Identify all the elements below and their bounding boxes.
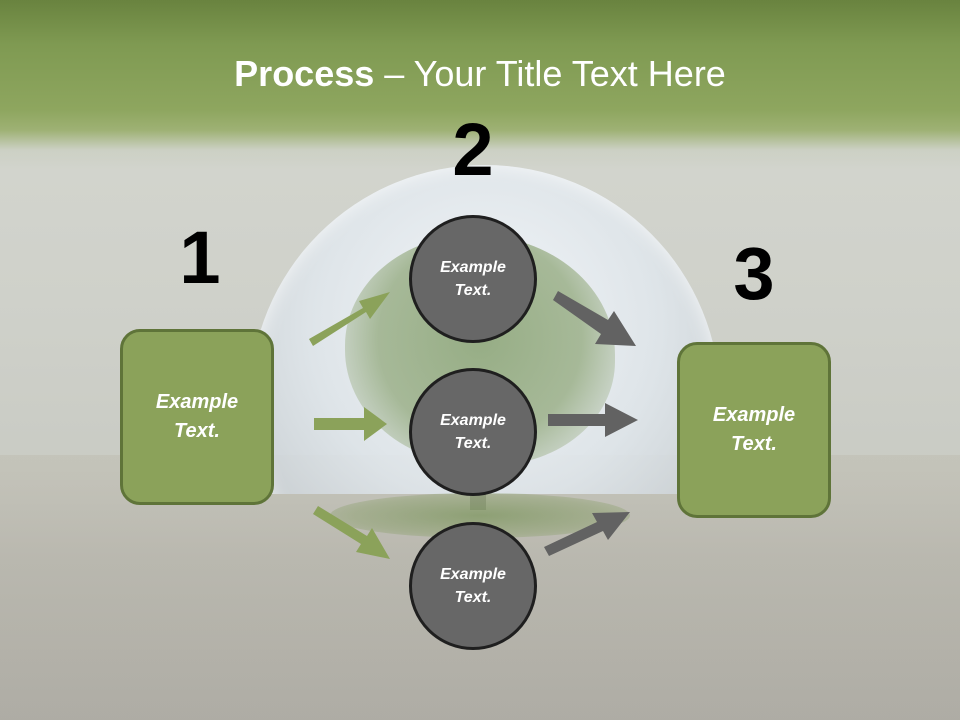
right-example-box: Example Text. (677, 342, 831, 518)
arrow-from-circle-1 (553, 291, 636, 346)
left-example-box: Example Text. (120, 329, 274, 505)
header-band (0, 0, 960, 170)
title-rest: – Your Title Text Here (374, 53, 726, 94)
step-number-1: 1 (179, 216, 221, 299)
circle-1-line1: Example (440, 259, 506, 276)
circle-node-2: Example Text. (409, 368, 537, 496)
title-bold: Process (234, 53, 375, 94)
right-box-line2: Text. (731, 433, 777, 455)
gray-arrow-group (544, 291, 638, 556)
left-box-line2: Text. (174, 420, 220, 442)
circle-node-1: Example Text. (409, 215, 537, 343)
arrow-to-circle-3 (313, 506, 390, 559)
circle-node-3: Example Text. (409, 522, 537, 650)
circle-3-line2: Text. (454, 589, 492, 606)
arrow-to-circle-1 (309, 292, 390, 346)
arrow-from-circle-3 (544, 512, 630, 556)
circle-2-line1: Example (440, 412, 506, 429)
arrow-to-circle-2 (314, 407, 387, 441)
slide-title: Process – Your Title Text Here (0, 52, 960, 96)
step-number-2: 2 (452, 108, 494, 191)
step-number-3: 3 (733, 232, 775, 315)
right-box-line1: Example (712, 404, 796, 426)
left-box-line1: Example (155, 391, 239, 413)
circle-3-line1: Example (440, 566, 506, 583)
arrow-from-circle-2 (548, 403, 638, 437)
green-arrow-group (309, 292, 390, 559)
circle-2-line2: Text. (454, 435, 492, 452)
circle-1-line2: Text. (454, 282, 492, 299)
